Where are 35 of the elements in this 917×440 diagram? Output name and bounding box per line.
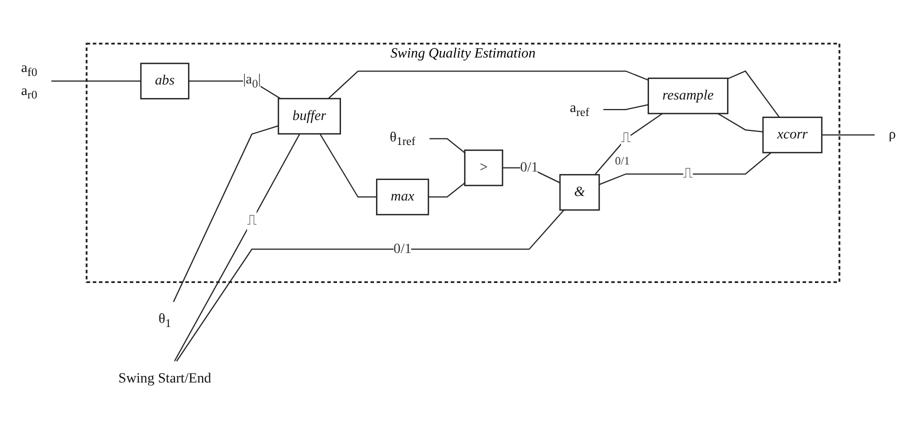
connector [822, 134, 875, 136]
connector [176, 210, 564, 362]
connector [594, 113, 663, 176]
node-box: max [376, 178, 430, 216]
node-text: Swing Start/End [118, 370, 212, 386]
connector [603, 104, 648, 110]
node-text: a$_{ref}$ [570, 100, 590, 118]
connector [718, 113, 764, 132]
node-box: xcorr [762, 116, 822, 154]
edge-label: |a$_{0}$| [242, 72, 261, 90]
edge-label: ⎍ [247, 213, 257, 228]
edge-label: ⎍ [683, 166, 693, 182]
connector [728, 70, 780, 118]
node-text: ρ [888, 127, 896, 142]
node-box: buffer [278, 98, 341, 135]
edge-label: 0/1 [520, 160, 538, 175]
connector [188, 80, 281, 100]
node-box: > [464, 150, 504, 186]
node-box: & [559, 174, 600, 211]
node-box: abs [140, 62, 190, 100]
connector [320, 134, 377, 198]
node-text: a$_{f0}$ a$_{r0}$ [21, 60, 38, 102]
connector [598, 152, 772, 186]
connector [428, 182, 466, 198]
connector [172, 125, 279, 302]
node-label: 0/1 [615, 154, 630, 168]
connector [328, 70, 649, 99]
node-box: resample [648, 78, 728, 114]
connector [174, 134, 300, 362]
connector [430, 138, 466, 154]
node-text: θ$_{1}$ [158, 312, 172, 330]
node-text: θ$_{1ref}$ [390, 130, 416, 148]
connector [51, 80, 141, 82]
edge-label: ⎍ [620, 130, 631, 146]
edge-label: 0/1 [394, 241, 412, 256]
